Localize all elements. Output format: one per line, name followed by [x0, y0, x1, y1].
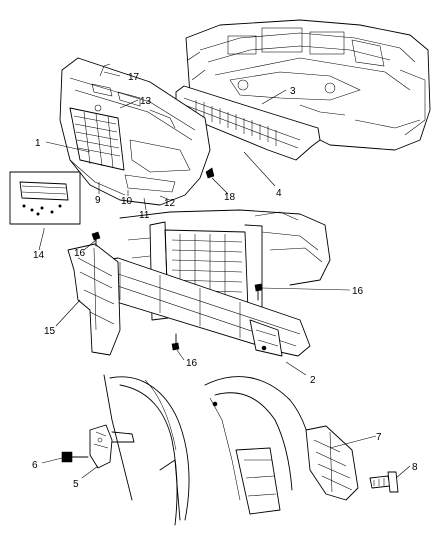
bolts-16	[91, 231, 263, 351]
callout-6: 6	[32, 460, 38, 471]
right-wheel-opening	[204, 376, 316, 515]
callout-13: 13	[140, 96, 152, 107]
callout-18: 18	[224, 192, 236, 203]
callout-9: 9	[95, 195, 101, 206]
callout-8: 8	[412, 462, 418, 473]
callout-16-upper: 16	[74, 248, 86, 259]
front-fascia	[59, 57, 211, 206]
screw-8	[369, 471, 399, 493]
callout-10: 10	[121, 196, 133, 207]
callout-16-lower: 16	[186, 358, 198, 369]
callout-17: 17	[128, 72, 140, 83]
callout-14: 14	[33, 250, 45, 261]
fascia-bracket-7	[305, 425, 359, 501]
callout-1: 1	[35, 138, 41, 149]
callout-5: 5	[73, 479, 79, 490]
callout-7: 7	[376, 432, 382, 443]
front-bumper-beam	[94, 257, 311, 357]
callout-15: 15	[44, 326, 56, 337]
callout-labels: 1 2 3 4 5 6 7 8 9 10 11 12 13 14 15 16 1…	[32, 72, 418, 490]
callout-4: 4	[276, 188, 282, 199]
callout-16-right: 16	[352, 286, 364, 297]
callout-2: 2	[310, 375, 316, 386]
air-deflector-15	[67, 243, 121, 356]
fascia-bracket-5	[89, 424, 135, 469]
bumper-energy-absorber	[175, 85, 321, 161]
callout-11: 11	[139, 210, 150, 221]
callout-12: 12	[164, 198, 176, 209]
callout-3: 3	[290, 86, 296, 97]
left-wheel-opening	[103, 374, 190, 526]
screw-6	[61, 451, 89, 463]
fascia-clip-18	[205, 167, 215, 179]
license-plate-bracket	[9, 171, 81, 225]
leader-lines	[38, 71, 411, 479]
